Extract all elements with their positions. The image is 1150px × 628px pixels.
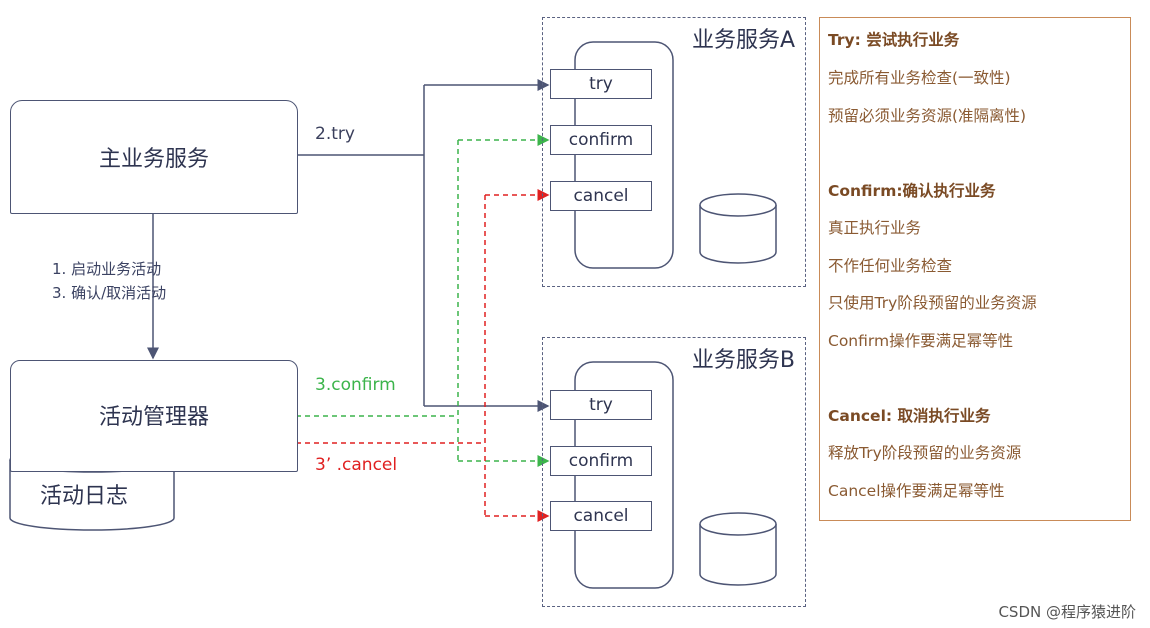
confirm-note-line-2: 不作任何业务检查 [828, 257, 953, 275]
tcc-notes-panel: Try: 尝试执行业务 完成所有业务检查(一致性) 预留必须业务资源(准隔离性)… [819, 17, 1131, 521]
service-a-try-op: try [550, 69, 652, 99]
main-service-box: 主业务服务 [10, 100, 298, 214]
service-b-box: 业务服务B [542, 337, 806, 607]
cancel-edge-label: 3’ .cancel [315, 455, 398, 475]
cancel-trunk-line [296, 195, 486, 516]
database-a-icon [699, 193, 777, 264]
start-activity-note: 1. 启动业务活动 [52, 260, 162, 278]
try-note-heading: Try: 尝试执行业务 [828, 31, 960, 49]
service-b-confirm-op: confirm [550, 446, 652, 476]
service-a-box: 业务服务A [542, 17, 806, 287]
service-b-cancel-op: cancel [550, 501, 652, 531]
service-a-confirm-op: confirm [550, 125, 652, 155]
service-b-title: 业务服务B [691, 348, 795, 373]
confirm-trunk-line [296, 140, 459, 461]
confirm-note-line-1: 真正执行业务 [828, 219, 922, 237]
confirm-note-line-3: 只使用Try阶段预留的业务资源 [828, 294, 1037, 312]
activity-log-label: 活动日志 [40, 484, 129, 509]
service-a-inner-box [574, 41, 674, 269]
confirm-note-line-4: Confirm操作要满足幂等性 [828, 332, 1014, 350]
confirm-cancel-activity-note: 3. 确认/取消活动 [52, 284, 167, 302]
csdn-watermark: CSDN @程序猿进阶 [998, 603, 1136, 621]
main-service-label: 主业务服务 [98, 147, 209, 172]
cancel-note-line-1: 释放Try阶段预留的业务资源 [828, 444, 1022, 462]
try-note-line-2: 预留必须业务资源(准隔离性) [828, 107, 1027, 125]
service-a-cancel-op: cancel [550, 181, 652, 211]
service-a-title: 业务服务A [691, 28, 795, 53]
confirm-note-heading: Confirm:确认执行业务 [828, 182, 996, 200]
try-trunk-line [296, 85, 425, 406]
try-note-line-1: 完成所有业务检查(一致性) [828, 69, 1011, 87]
activity-manager-box: 活动管理器 [10, 360, 298, 472]
service-b-try-op: try [550, 390, 652, 420]
cancel-note-line-2: Cancel操作要满足幂等性 [828, 482, 1005, 500]
try-edge-label: 2.try [315, 124, 355, 144]
confirm-edge-label: 3.confirm [315, 375, 396, 395]
activity-manager-label: 活动管理器 [98, 405, 209, 430]
cancel-note-heading: Cancel: 取消执行业务 [828, 407, 991, 425]
database-b-icon [699, 512, 777, 586]
